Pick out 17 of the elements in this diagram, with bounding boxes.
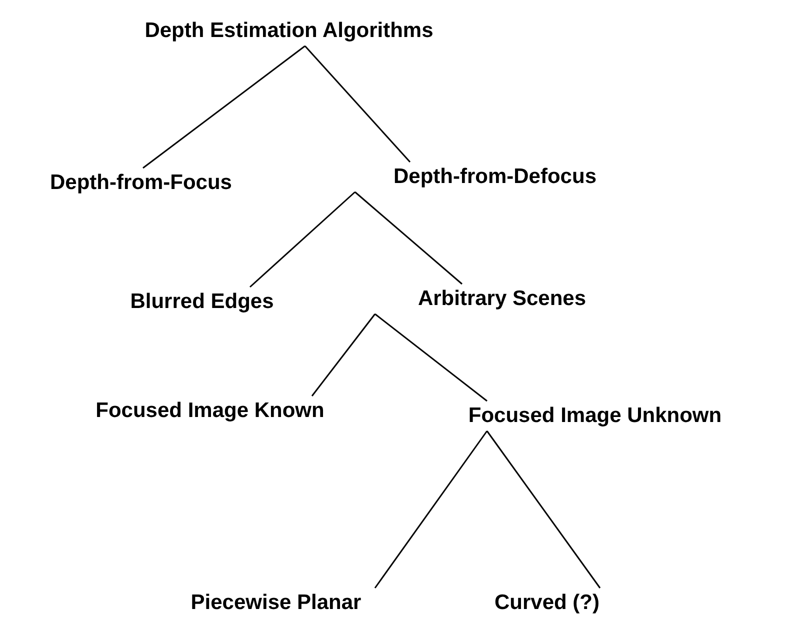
connector-line [374,430,488,588]
tree-node-label: Arbitrary Scenes [418,286,586,312]
tree-node-label: Depth-from-Focus [50,170,232,196]
connector-line [354,191,462,285]
connector-line [486,430,601,588]
tree-node-label: Focused Image Unknown [468,403,722,429]
tree-node-label: Blurred Edges [130,289,274,315]
connector-line [250,191,356,288]
tree-node-label: Curved (?) [494,590,600,616]
tree-node-label: Depth-from-Defocus [394,164,596,190]
tree-node-label: Depth Estimation Algorithms [144,18,434,44]
tree-node-label: Piecewise Planar [190,590,362,616]
connector-line [311,314,376,396]
connector-line [304,46,411,162]
tree-node-label: Focused Image Known [96,398,324,424]
connector-line [142,45,306,169]
connector-line [374,313,488,402]
